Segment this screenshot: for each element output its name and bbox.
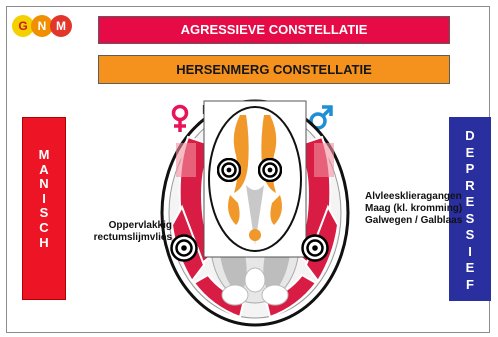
- label-line: Oppervlakkig: [60, 220, 172, 232]
- manic-letter: A: [23, 163, 65, 178]
- label-line: rectumslijmvlies: [60, 232, 172, 244]
- manic-letter: H: [23, 236, 65, 251]
- pancreas-stomach-bile-label: Alvleesklieragangen Maag (kl. kromming) …: [365, 191, 498, 227]
- label-line: Alvleesklieragangen: [365, 191, 498, 203]
- gnm-logo: G N M: [12, 15, 74, 39]
- brain-medulla-constellation-banner: HERSENMERG CONSTELLATIE: [98, 55, 450, 84]
- aggressive-constellation-banner: AGRESSIEVE CONSTELLATIE: [98, 16, 450, 44]
- depressive-letter: E: [449, 260, 491, 277]
- manic-letter: N: [23, 177, 65, 192]
- manic-letter: C: [23, 221, 65, 236]
- target-ring-icon: [170, 234, 198, 262]
- brain-cross-section-diagram: [160, 95, 350, 327]
- depressive-letter: I: [449, 244, 491, 261]
- target-ring-icon: [301, 234, 329, 262]
- depressive-letter: S: [449, 227, 491, 244]
- manic-letter: S: [23, 206, 65, 221]
- target-ring-icon: [217, 158, 241, 182]
- manic-letter: M: [23, 148, 65, 163]
- manic-letter: I: [23, 192, 65, 207]
- logo-letter-m: M: [50, 15, 72, 37]
- depressive-letter: D: [449, 128, 491, 145]
- depressive-letter: F: [449, 277, 491, 294]
- manic-side-bar: M A N I S C H: [22, 117, 66, 300]
- depressive-letter: E: [449, 145, 491, 162]
- label-line: Maag (kl. kromming): [365, 203, 498, 215]
- label-line: Galwegen / Galblaas: [365, 215, 498, 227]
- target-ring-icon: [258, 158, 282, 182]
- rectum-mucosa-label: Oppervlakkig rectumslijmvlies: [60, 220, 172, 244]
- depressive-letter: P: [449, 161, 491, 178]
